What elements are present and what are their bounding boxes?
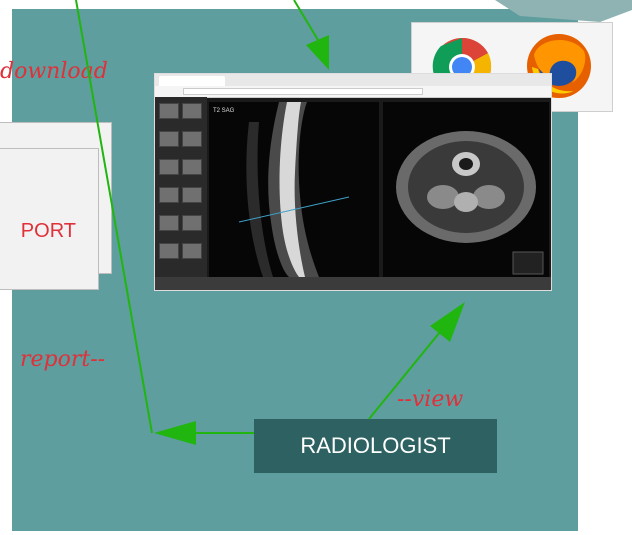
- thumbnail: [159, 131, 179, 147]
- sagittal-mri-view: T2 SAG: [209, 102, 379, 277]
- thumbnail: [159, 103, 179, 119]
- axial-mri-view: [383, 102, 549, 277]
- thumbnail: [159, 243, 179, 259]
- download-label: download: [0, 59, 108, 84]
- spine-image: T2 SAG: [209, 102, 379, 277]
- svg-text:T2 SAG: T2 SAG: [213, 108, 235, 114]
- report-document: [0, 148, 99, 290]
- report-label: report--: [20, 347, 106, 372]
- viewer-screenshot: T2 SAG: [154, 73, 552, 291]
- thumbnail: [182, 187, 202, 203]
- view-label: --view: [397, 387, 464, 412]
- viewer-toolbar: [155, 277, 551, 290]
- thumbnail: [182, 215, 202, 231]
- url-field: [183, 88, 423, 95]
- address-bar: [155, 86, 551, 98]
- thumbnail: [159, 159, 179, 175]
- thumbnail: [182, 243, 202, 259]
- browser-tab-bar: [155, 74, 551, 86]
- thumbnail: [182, 131, 202, 147]
- browser-tab: [159, 76, 225, 86]
- axial-image: [383, 102, 549, 277]
- thumbnail: [182, 103, 202, 119]
- thumbnail: [159, 187, 179, 203]
- thumbnail: [159, 215, 179, 231]
- series-thumbnails: [155, 97, 207, 277]
- thumbnail: [182, 159, 202, 175]
- radiologist-box: RADIOLOGIST: [254, 419, 497, 473]
- report-document-title: PORT: [20, 220, 76, 242]
